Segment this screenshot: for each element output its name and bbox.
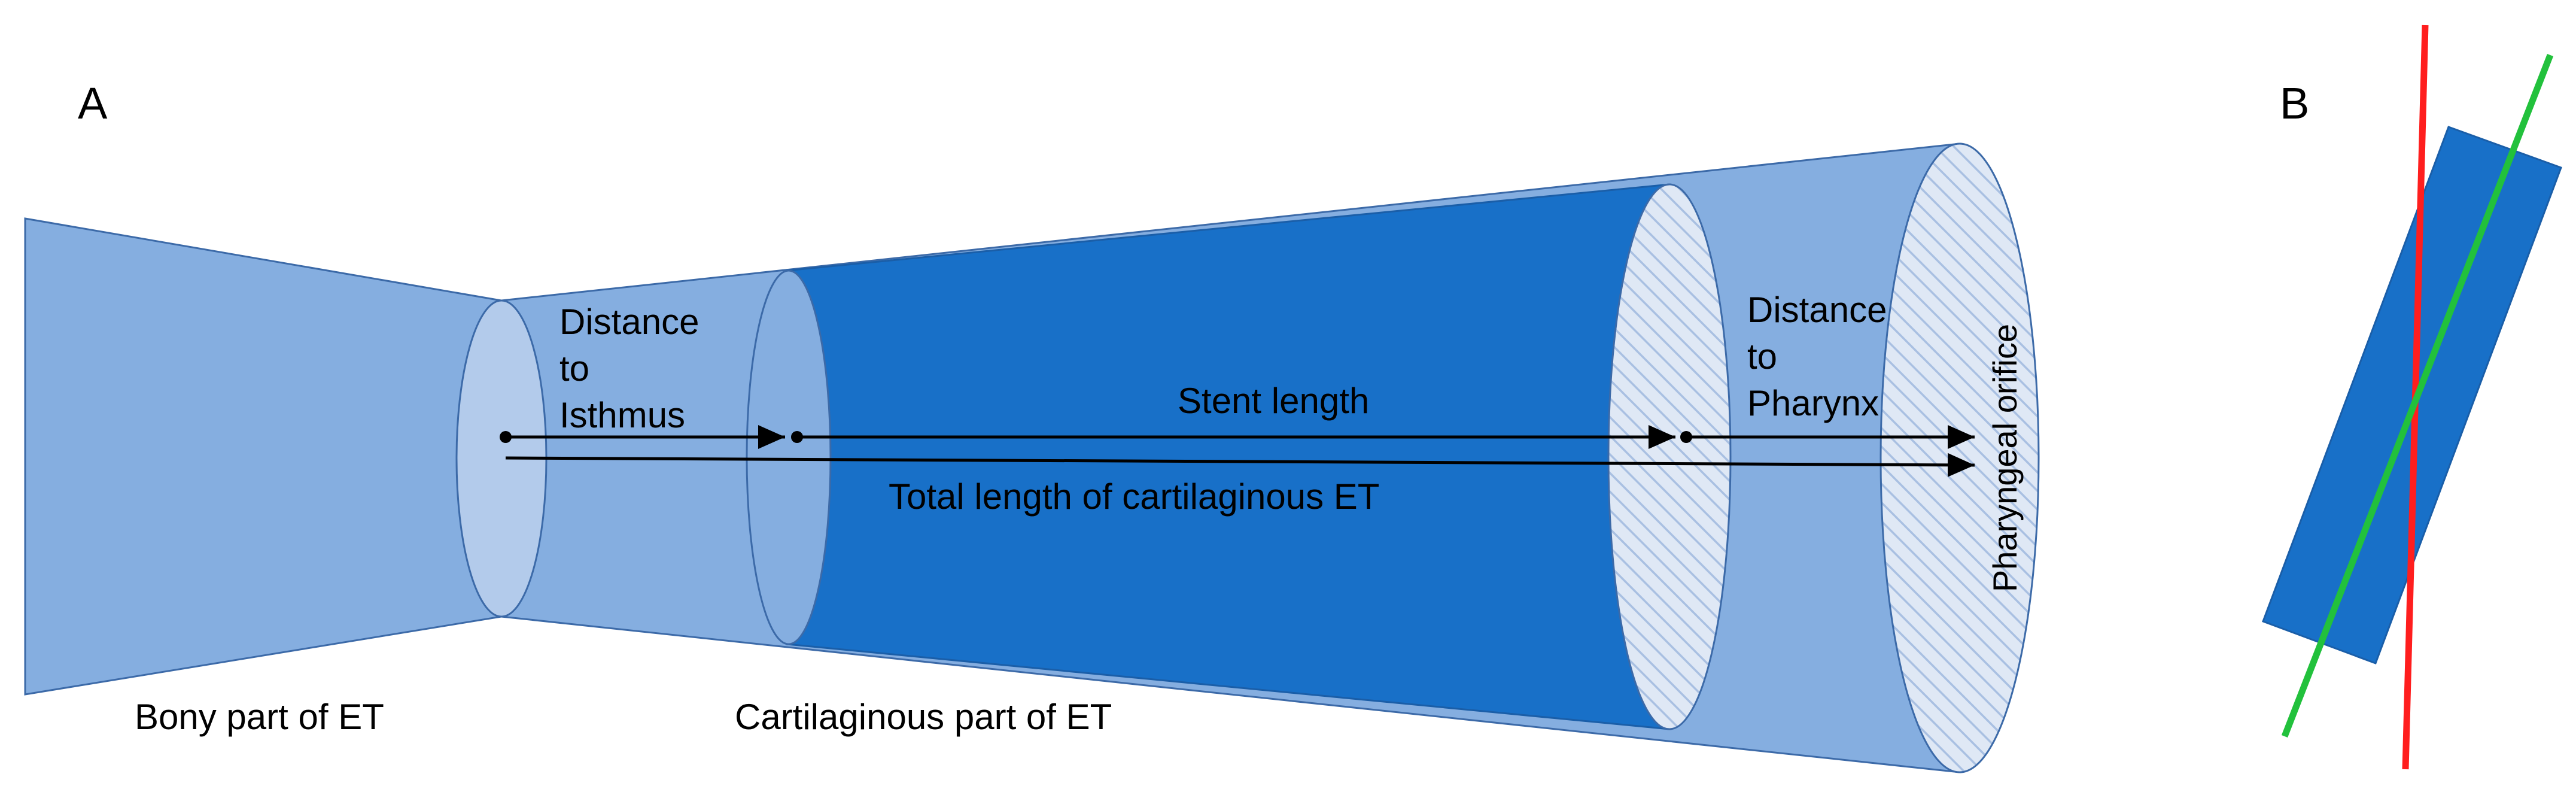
total-length-arrow — [505, 453, 1975, 477]
stent-start-dot — [791, 431, 803, 443]
stent-rotated-rect — [2262, 126, 2562, 664]
pharyngeal-orifice-label: Pharyngeal orifice — [1986, 324, 2024, 592]
distance-isthmus-line-3: Isthmus — [559, 395, 685, 435]
panel-a: A Distance to Isthm — [24, 78, 2040, 773]
panel-b-label: B — [2280, 78, 2309, 128]
panel-b: B — [2262, 25, 2562, 770]
measurement-arrows — [505, 425, 1975, 477]
bony-part-shape — [24, 217, 503, 696]
distance-isthmus-line-2: to — [559, 348, 589, 389]
stent-start-ellipse — [746, 269, 832, 645]
total-length-label: Total length of cartilaginous ET — [889, 477, 1379, 517]
distance-isthmus-label: Distance to Isthmus — [559, 302, 709, 435]
stent-length-label: Stent length — [1178, 381, 1369, 421]
stent-end-ellipse — [1607, 183, 1732, 730]
distance-pharynx-label: Distance to Pharynx — [1747, 290, 1897, 423]
stent-end-dot — [1680, 431, 1692, 443]
distance-pharynx-line-2: to — [1747, 336, 1777, 377]
cartilaginous-part-label: Cartilaginous part of ET — [735, 697, 1112, 737]
stent-body — [786, 183, 1671, 730]
measurement-dots — [500, 431, 1692, 443]
green-axis-line — [2281, 54, 2554, 738]
panel-a-label: A — [78, 78, 108, 128]
isthmus-dot — [500, 431, 512, 443]
distance-pharynx-line-3: Pharynx — [1747, 383, 1879, 423]
distance-isthmus-line-1: Distance — [559, 302, 699, 342]
bony-part-label: Bony part of ET — [135, 697, 384, 737]
distance-pharynx-line-1: Distance — [1747, 290, 1887, 330]
